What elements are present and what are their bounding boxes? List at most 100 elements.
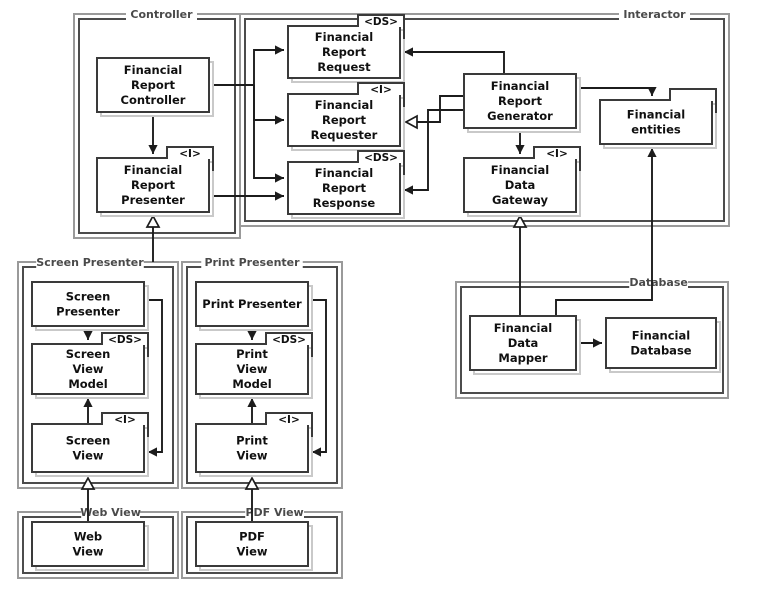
component-label-line: View <box>236 449 267 463</box>
stereotype-tab <box>101 332 149 357</box>
edge-generator-implements-requester <box>404 95 464 130</box>
stereotype-tab-fill <box>103 414 147 425</box>
group-interactor: Interactor <box>239 7 730 227</box>
component-label-line: Financial <box>494 321 552 335</box>
arrowhead-dependency <box>83 398 93 407</box>
component-label-line: Financial <box>315 166 373 180</box>
component-label-line: Financial <box>124 63 182 77</box>
edge-line <box>406 95 464 123</box>
component-body <box>31 521 145 567</box>
component-label-line: Report <box>131 78 175 92</box>
arrowhead-dependency <box>148 447 157 457</box>
group-label: PDF View <box>245 506 303 519</box>
component-body <box>463 157 577 213</box>
group-inner-border <box>244 18 725 222</box>
arrowhead-implements <box>404 114 418 130</box>
edge-generator-to-entities <box>576 87 657 96</box>
stereotype-tab <box>669 88 717 113</box>
component-body <box>96 57 210 113</box>
arrowhead-dependency <box>404 47 413 57</box>
arrowhead-dependency <box>148 145 158 154</box>
component-label-line: Mapper <box>498 351 547 365</box>
component-label-line: Request <box>317 60 371 74</box>
group-label: Web View <box>80 506 141 519</box>
stereotype-label: <I> <box>179 148 201 160</box>
group-label: Interactor <box>623 8 686 21</box>
component-body <box>287 93 401 147</box>
arrowhead-dependency <box>275 115 284 125</box>
edge-controller-to-presenter <box>148 112 158 154</box>
group-label-backdrop <box>36 255 144 270</box>
component-label-line: Screen <box>66 290 111 304</box>
component-label-line: Report <box>322 113 366 127</box>
stereotype-label: <I> <box>370 84 392 96</box>
arrowhead-dependency <box>593 338 602 348</box>
component-label-line: Financial <box>632 329 690 343</box>
stereotype-tab <box>357 150 405 175</box>
component-label-line: Report <box>498 94 542 108</box>
arrowhead-implements <box>244 476 260 490</box>
group-web-view: Web View <box>17 505 179 579</box>
stereotype-label: <I> <box>114 414 136 426</box>
stereotype-tab <box>265 412 313 437</box>
component-label-line: Report <box>131 178 175 192</box>
component-label-line: Financial <box>627 108 685 122</box>
group-database: Database <box>455 275 729 399</box>
stereotype-tab <box>265 332 313 357</box>
arrowhead-dependency <box>247 331 257 340</box>
component-body <box>31 423 145 473</box>
component-label-line: View <box>72 449 103 463</box>
arrowhead-dependency <box>312 447 321 457</box>
component-label-line: Controller <box>121 93 186 107</box>
stereotype-tab-fill <box>359 84 403 95</box>
component-label-line: Model <box>68 377 107 391</box>
edge-line <box>576 87 653 96</box>
component-body <box>195 423 309 473</box>
stereotype-tab-fill <box>267 334 311 345</box>
component-label-line: Financial <box>124 163 182 177</box>
stereotype-tab <box>357 14 405 39</box>
arrowhead-dependency <box>647 87 657 96</box>
stereotype-tab-fill <box>535 148 579 159</box>
stereotype-label: <DS> <box>272 334 306 346</box>
group-label: Screen Presenter <box>36 256 144 269</box>
component-label-line: Generator <box>487 109 553 123</box>
component-label-line: Database <box>630 344 691 358</box>
arrowhead-dependency <box>515 145 525 154</box>
component-label-line: Financial <box>491 163 549 177</box>
arrowhead-dependency <box>83 331 93 340</box>
group-pdf-view: PDF View <box>181 505 343 579</box>
component-body <box>195 281 309 327</box>
arrowhead-dependency <box>647 148 657 157</box>
group-print-presenter: Print Presenter <box>181 255 343 489</box>
component-body <box>599 99 713 145</box>
arrowhead-dependency <box>404 185 413 195</box>
edge-mapper-implements-gateway <box>512 214 528 316</box>
arrowhead-dependency <box>275 173 284 183</box>
stereotype-tab <box>101 412 149 437</box>
component-label-line: Print <box>236 347 268 361</box>
component-label-line: Model <box>232 377 271 391</box>
component-label-line: Data <box>508 336 539 350</box>
component-print-presenter-box[interactable]: Print Presenter <box>195 281 313 331</box>
edge-screenview-to-viewmodel <box>83 398 93 424</box>
stereotype-tab-fill <box>671 90 715 101</box>
